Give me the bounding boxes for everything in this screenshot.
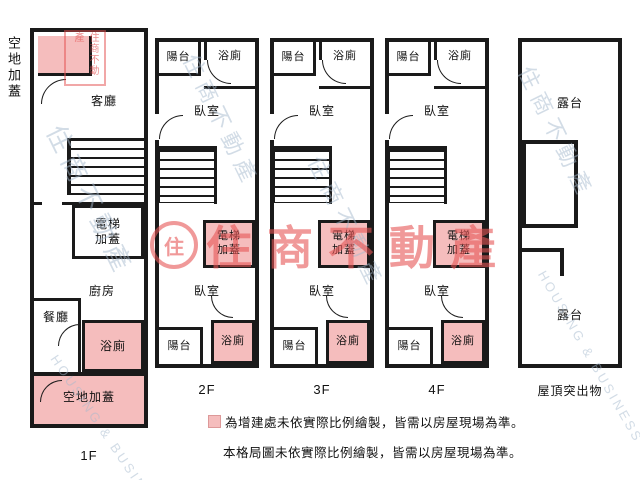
room-4f-balcony-bottom: 陽台	[389, 327, 433, 364]
door-arc	[41, 79, 66, 104]
floor-tag-roof: 屋頂突出物	[537, 384, 603, 398]
door-gap	[42, 202, 62, 205]
wall	[444, 146, 447, 204]
floorplan-2f: 陽台 浴廁 臥室 電梯加蓋 臥室 陽台 浴廁	[155, 38, 259, 368]
stairs-3f	[274, 149, 331, 203]
roof-stair-bulkhead	[522, 140, 578, 228]
room-label-1f-living: 客廳	[90, 94, 117, 108]
door-arc	[211, 296, 233, 318]
wall	[34, 298, 80, 301]
room-4f-balcony-top: 陽台	[389, 42, 431, 76]
room-label-2f-balcony-top: 陽台	[166, 50, 191, 63]
room-2f-bath-bottom: 浴廁	[211, 320, 255, 364]
door-arc	[389, 115, 413, 139]
room-1f-bath: 浴廁	[82, 320, 144, 372]
room-3f-balcony-top: 陽台	[274, 42, 316, 76]
room-3f-balcony-bottom: 陽台	[274, 327, 318, 364]
wall	[67, 138, 70, 195]
floorplan-4f: 陽台 浴廁 臥室 電梯加蓋 臥室 陽台 浴廁	[385, 38, 489, 368]
door-arc	[159, 115, 183, 139]
room-label-1f-dining: 餐廳	[42, 310, 69, 324]
door-arc	[437, 60, 461, 84]
room-label-2f-elevator: 電梯加蓋	[217, 230, 241, 256]
room-2f-balcony-bottom: 陽台	[159, 327, 203, 364]
door-arc	[274, 115, 298, 139]
floor-tag-4f: 4F	[428, 382, 446, 397]
room-label-3f-bedroom-bottom: 臥室	[308, 284, 335, 298]
room-label-3f-bedroom-top: 臥室	[308, 104, 335, 118]
label-1f-side-annex: 空地加蓋	[6, 36, 21, 100]
wall	[434, 42, 437, 60]
wall	[159, 146, 217, 149]
door-arc	[207, 60, 231, 84]
wall	[214, 146, 217, 204]
legend-text-2: 本格局圖未依實際比例繪製，皆需以房屋現場為準。	[223, 446, 523, 460]
room-label-1f-bath: 浴廁	[99, 338, 126, 353]
wall	[329, 146, 332, 204]
legend: 為增建處未依實際比例繪製，皆需以房屋現場為準。 本格局圖未依實際比例繪製，皆需以…	[208, 412, 524, 461]
room-label-2f-bedroom-bottom: 臥室	[193, 284, 220, 298]
room-1f-top-annex	[38, 36, 92, 76]
stairs-1f	[70, 138, 146, 195]
room-label-4f-bath-top: 浴廁	[448, 50, 472, 62]
floor-tag-2f: 2F	[198, 382, 216, 397]
room-4f-bath-bottom: 浴廁	[441, 320, 485, 364]
room-label-2f-bath-bottom: 浴廁	[221, 335, 245, 348]
room-2f-elevator: 電梯加蓋	[203, 220, 255, 268]
room-label-3f-bath-bottom: 浴廁	[336, 335, 360, 348]
wall	[34, 202, 144, 205]
room-3f-bath-bottom: 浴廁	[326, 320, 370, 364]
room-label-4f-elevator: 電梯加蓋	[447, 230, 471, 256]
annex-legend-swatch	[208, 415, 221, 428]
door-gap	[270, 114, 274, 140]
room-label-1f-kitchen: 廚房	[88, 284, 115, 298]
legend-line1: 為增建處未依實際比例繪製，皆需以房屋現場為準。	[208, 412, 524, 431]
room-label-4f-bedroom-top: 臥室	[423, 104, 450, 118]
floorplan-1f: 客廳 電梯加蓋 廚房 餐廳 浴廁 空地加蓋	[30, 28, 148, 428]
stairs-4f	[389, 149, 446, 203]
room-label-roof-terrace-top: 露台	[556, 96, 583, 110]
floor-tag-3f: 3F	[313, 382, 331, 397]
wall	[204, 86, 255, 89]
room-label-4f-balcony-top: 陽台	[396, 50, 421, 63]
room-label-4f-bath-bottom: 浴廁	[451, 335, 475, 348]
door-gap	[385, 114, 389, 140]
room-label-3f-balcony-top: 陽台	[281, 50, 306, 63]
room-label-2f-balcony-bottom: 陽台	[167, 340, 192, 353]
wall	[389, 146, 447, 149]
room-label-1f-elevator: 電梯加蓋	[95, 217, 122, 246]
wall	[319, 86, 370, 89]
door-arc	[326, 296, 348, 318]
floor-tag-1f: 1F	[80, 448, 98, 463]
room-label-2f-bedroom-top: 臥室	[193, 104, 220, 118]
room-label-1f-bottom-annex: 空地加蓋	[62, 390, 115, 404]
wall	[434, 86, 485, 89]
room-4f-elevator: 電梯加蓋	[433, 220, 485, 268]
room-label-2f-bath-top: 浴廁	[218, 50, 242, 62]
wall	[522, 248, 564, 252]
wall	[204, 42, 207, 60]
room-label-3f-bath-top: 浴廁	[333, 50, 357, 62]
wall	[560, 248, 564, 276]
wall	[319, 42, 322, 60]
room-label-4f-balcony-bottom: 陽台	[397, 340, 422, 353]
legend-text-1: 為增建處未依實際比例繪製，皆需以房屋現場為準。	[225, 416, 525, 430]
room-label-3f-balcony-bottom: 陽台	[282, 340, 307, 353]
door-arc	[322, 60, 346, 84]
room-3f-elevator: 電梯加蓋	[318, 220, 370, 268]
floorplan-roof: 露台 露台	[518, 38, 622, 368]
door-arc	[441, 296, 463, 318]
wall	[274, 146, 332, 149]
room-label-roof-terrace-bottom: 露台	[556, 308, 583, 322]
door-arc	[58, 324, 80, 346]
floorplan-3f: 陽台 浴廁 臥室 電梯加蓋 臥室 陽台 浴廁	[270, 38, 374, 368]
room-2f-balcony-top: 陽台	[159, 42, 201, 76]
stairs-2f	[159, 149, 216, 203]
legend-line2: 本格局圖未依實際比例繪製，皆需以房屋現場為準。	[223, 442, 524, 461]
room-label-3f-elevator: 電梯加蓋	[332, 230, 356, 256]
door-gap	[155, 114, 159, 140]
room-1f-elevator: 電梯加蓋	[72, 205, 144, 259]
room-label-4f-bedroom-bottom: 臥室	[423, 284, 450, 298]
